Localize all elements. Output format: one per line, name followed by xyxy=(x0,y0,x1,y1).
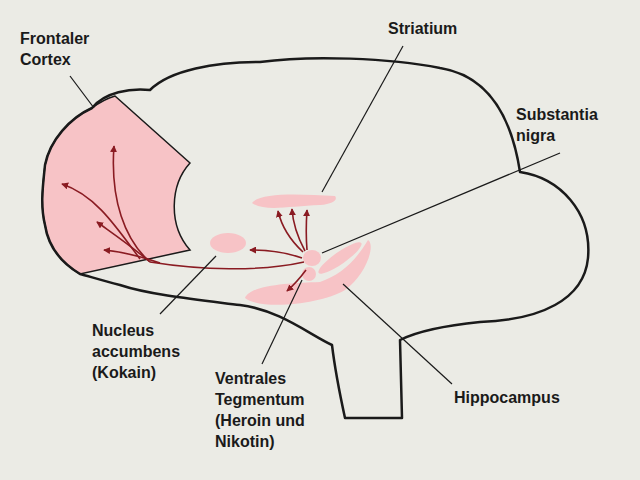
pathway-arrow xyxy=(62,184,140,259)
nucleus-accumbens-region xyxy=(210,233,246,253)
region-label: Hippocampus xyxy=(454,387,604,408)
leader-line xyxy=(343,284,452,384)
region-label: Ventrales Tegmentum (Heroin und Nikotin) xyxy=(215,368,333,452)
striatum-region xyxy=(252,194,336,207)
leader-line xyxy=(262,280,302,364)
pathway-arrow xyxy=(250,250,302,258)
pathway-arrow xyxy=(150,262,304,269)
leader-line xyxy=(322,153,560,253)
substantia-nigra-region xyxy=(315,238,364,278)
pathway-arrow xyxy=(104,250,160,263)
region-label: Substantia nigra xyxy=(516,104,616,146)
leader-line xyxy=(322,46,403,192)
leader-line xyxy=(160,256,216,314)
pathway-arrow xyxy=(113,146,150,262)
pathway-arrow xyxy=(287,270,306,291)
pathway-arrow xyxy=(305,210,307,250)
pathway-arrow xyxy=(292,209,305,251)
region-label: Striatium xyxy=(388,18,498,39)
brain-outline xyxy=(42,58,588,418)
leader-line xyxy=(70,76,94,108)
leader-lines xyxy=(70,46,560,384)
pathway-arrow xyxy=(97,222,150,262)
vta-region xyxy=(302,267,316,281)
pathway-arrows xyxy=(62,146,307,291)
region-label: Nucleus accumbens (Kokain) xyxy=(92,320,197,383)
pathway-arrow xyxy=(278,211,303,252)
frontal-cortex-region xyxy=(42,96,190,274)
region-label: Frontaler Cortex xyxy=(20,28,130,70)
vta-region xyxy=(303,250,321,266)
